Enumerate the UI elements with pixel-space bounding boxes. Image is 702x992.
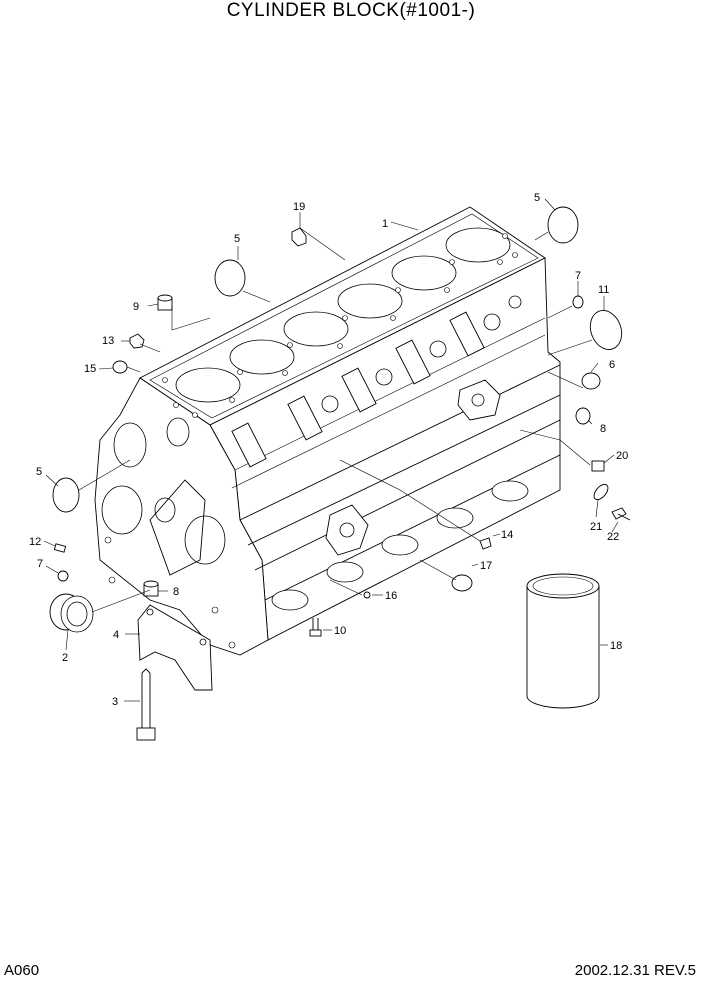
callout-4: 4 <box>113 629 119 641</box>
block-side-features <box>271 379 529 611</box>
callout-5-left: 5 <box>36 466 42 478</box>
callout-14: 14 <box>501 529 513 541</box>
plug-14 <box>479 537 492 550</box>
revision-date: 2002.12.31 REV.5 <box>574 962 696 979</box>
callout-7-left: 7 <box>37 558 43 570</box>
callout-17: 17 <box>480 560 492 572</box>
page-title: CYLINDER BLOCK(#1001-) <box>226 0 476 21</box>
plug-6 <box>581 372 601 390</box>
bushing-2 <box>49 593 94 633</box>
callout-13: 13 <box>102 335 114 347</box>
cover-11 <box>589 310 623 350</box>
plug-15 <box>112 360 128 374</box>
callout-15: 15 <box>84 363 96 375</box>
callout-12: 12 <box>29 536 41 548</box>
plug-7-left <box>57 570 69 582</box>
callout-5-top-left: 5 <box>234 233 240 245</box>
cylinder-block <box>94 206 561 656</box>
callout-9: 9 <box>133 301 139 313</box>
callout-18: 18 <box>610 640 622 652</box>
bolt-22 <box>611 507 631 521</box>
callout-22: 22 <box>607 531 619 543</box>
page-code: A060 <box>4 962 40 979</box>
callout-10: 10 <box>334 625 346 637</box>
callout-20: 20 <box>616 450 628 462</box>
block-side-ports <box>231 295 522 468</box>
front-face-features <box>101 417 236 649</box>
core-plug-left <box>52 477 80 513</box>
plug-13 <box>129 333 145 349</box>
callout-11: 11 <box>598 284 609 296</box>
core-plug-top-right <box>547 206 579 244</box>
plug-8-right <box>575 407 591 425</box>
leader-lines <box>43 198 619 702</box>
deck-bolt-holes <box>162 233 518 418</box>
callout-5-top-right: 5 <box>534 192 540 204</box>
callout-16: 16 <box>385 590 397 602</box>
callout-8-bottom: 8 <box>173 586 179 598</box>
callout-labels: 1 2 3 4 5 5 5 6 7 7 8 8 9 10 11 12 13 14… <box>29 192 628 708</box>
bearing-cap-4 <box>137 604 213 691</box>
callout-8-right: 8 <box>600 423 606 435</box>
callout-1: 1 <box>382 218 388 230</box>
plug-17 <box>451 574 473 592</box>
gasket-21 <box>593 483 609 501</box>
core-plug-top-left <box>214 259 246 297</box>
bolt-10 <box>309 618 322 637</box>
callout-19: 19 <box>293 201 305 213</box>
plug-20 <box>591 460 605 472</box>
callout-21: 21 <box>590 521 602 533</box>
callout-2: 2 <box>62 652 68 664</box>
cylinder-bores <box>175 227 511 403</box>
callout-3: 3 <box>112 696 118 708</box>
callout-7-right: 7 <box>575 270 581 282</box>
callout-6: 6 <box>609 359 615 371</box>
ball-16 <box>363 591 371 599</box>
pin-12 <box>53 543 67 553</box>
cylinder-liner-18 <box>526 573 600 709</box>
plug-7-right <box>572 295 584 309</box>
cap-bolt-3 <box>136 668 156 741</box>
